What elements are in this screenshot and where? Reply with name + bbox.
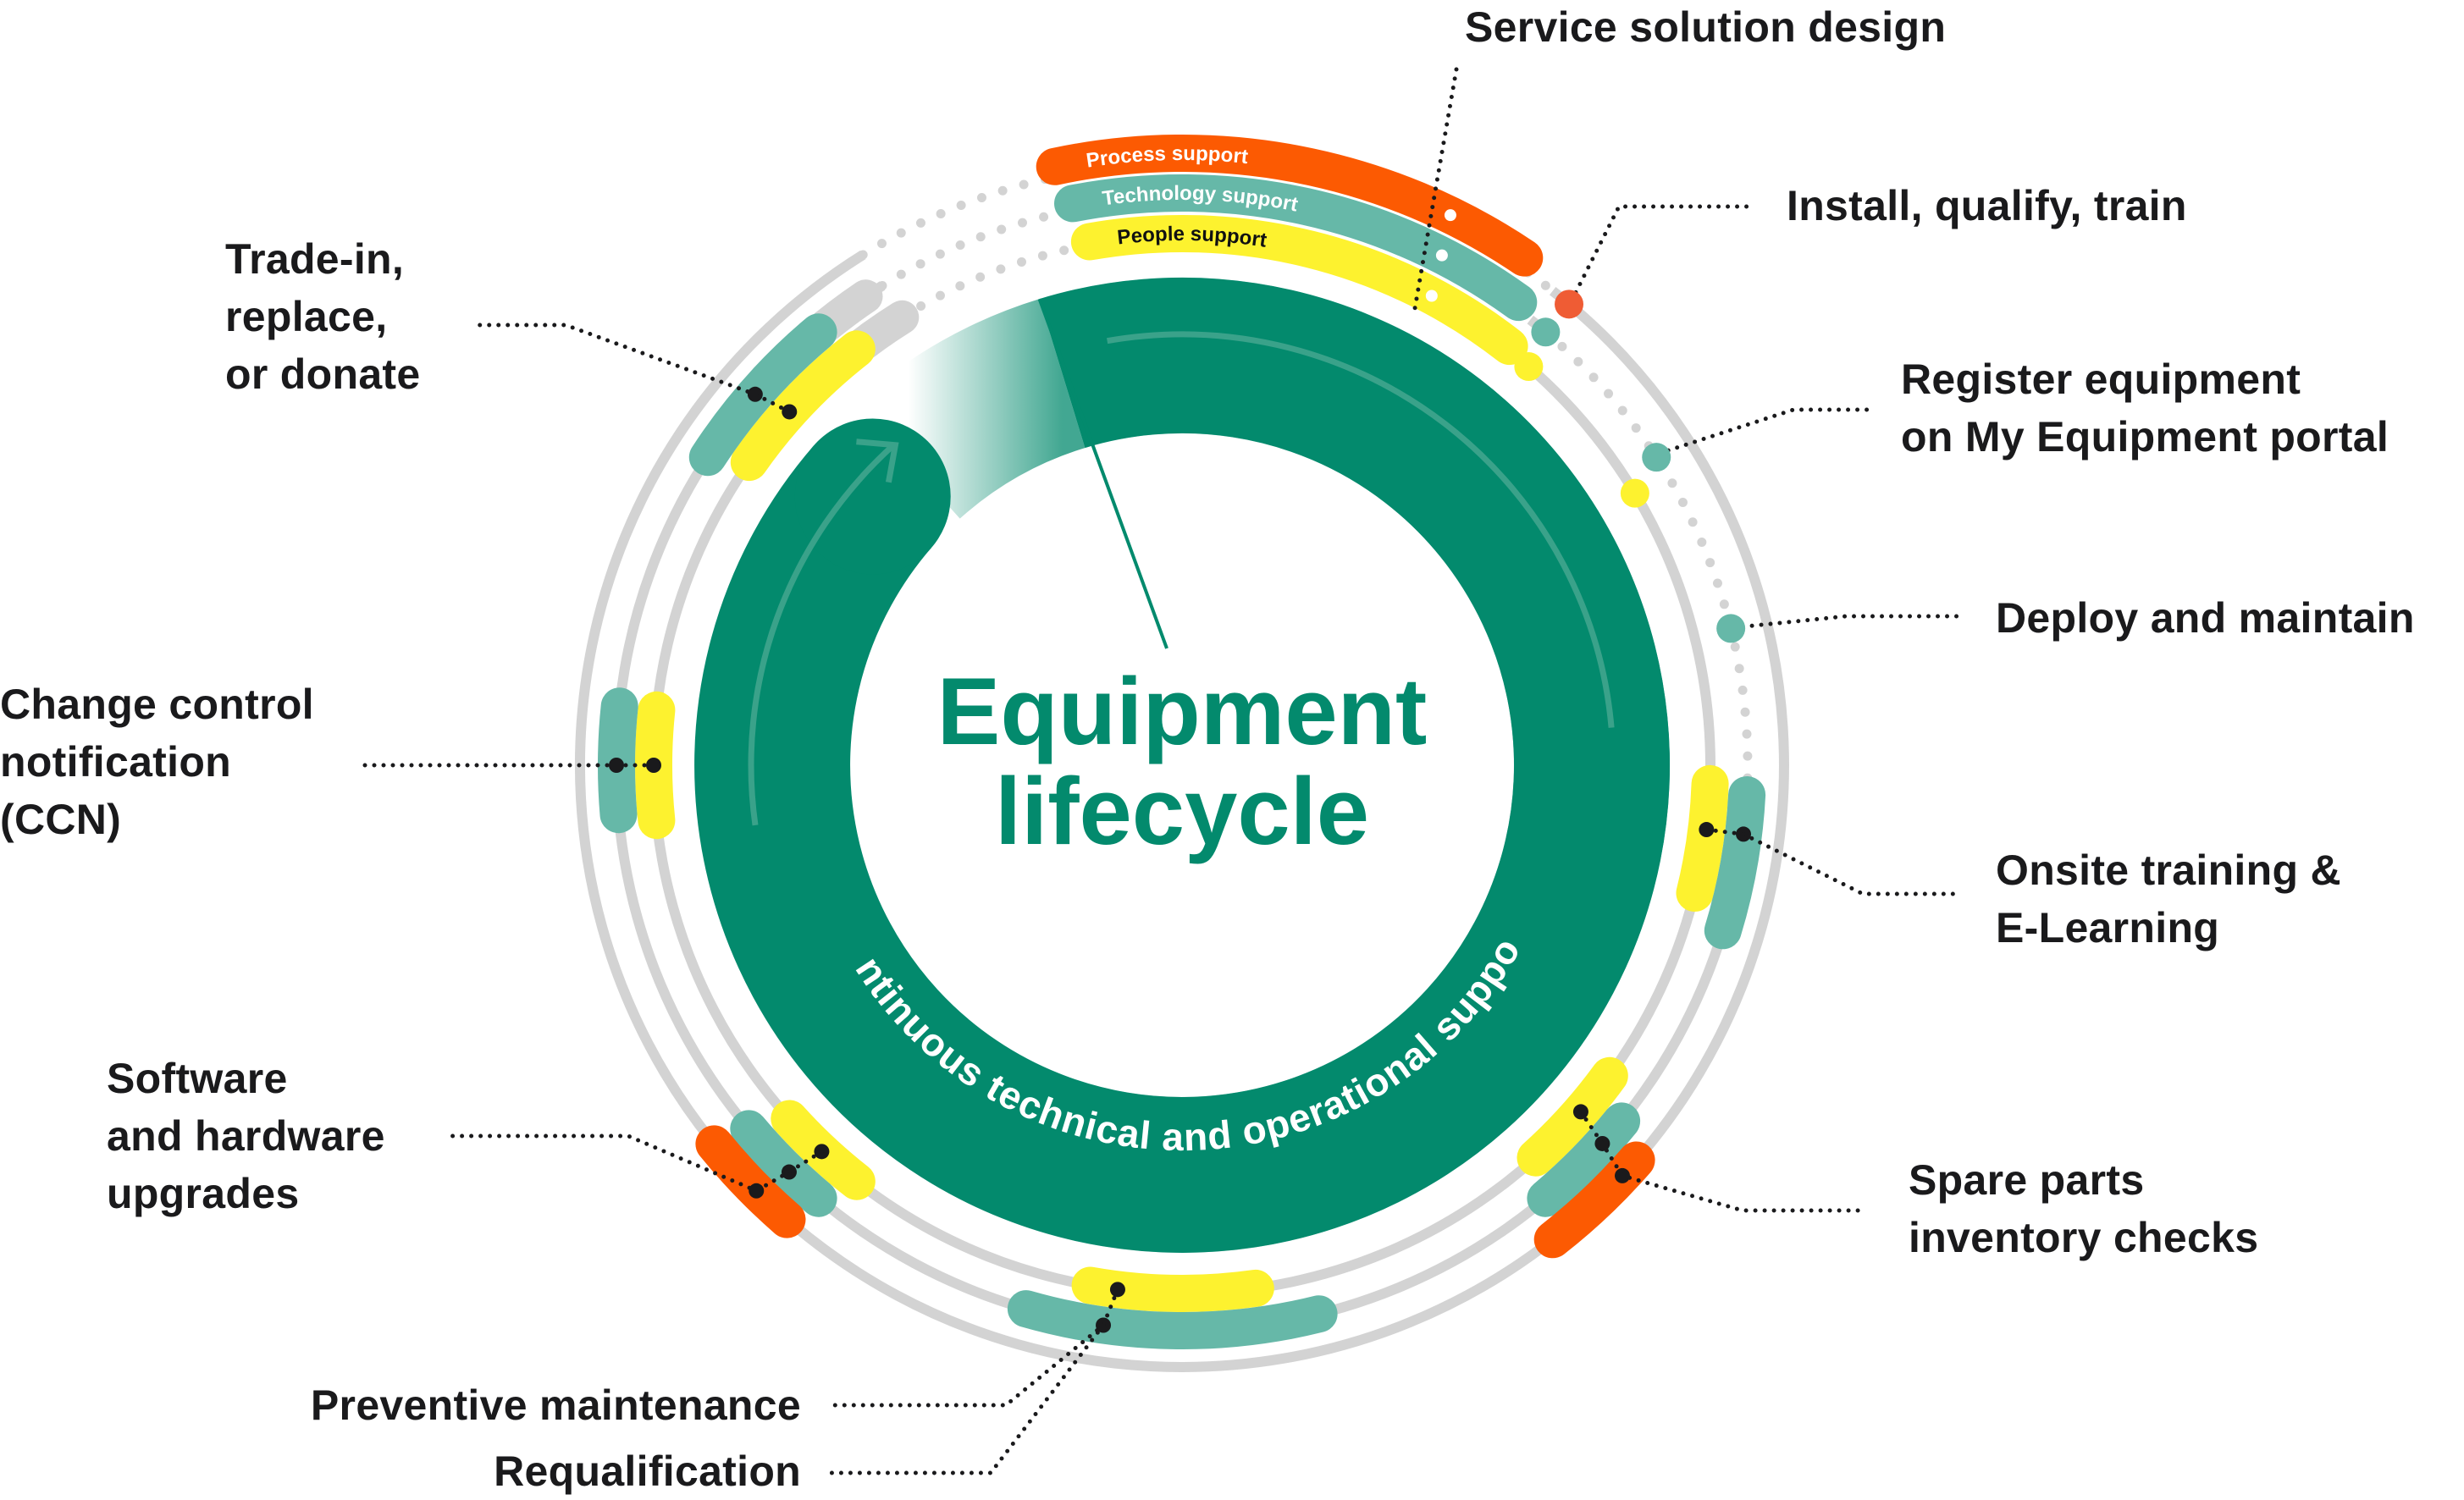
flow-line	[748, 443, 896, 826]
gray-track-dotted	[1540, 327, 1753, 790]
lifecycle-ring	[694, 277, 1671, 1253]
band-people-preventive	[1071, 1266, 1274, 1312]
step-markers	[1514, 290, 1746, 643]
service-design-dot	[1435, 249, 1448, 262]
support-bands	[598, 135, 1766, 1350]
label-software-hardware-upgrades: Software and hardware upgrades	[107, 1055, 385, 1217]
leader-install	[1573, 204, 1754, 295]
band-technology-requalification	[1007, 1290, 1338, 1350]
leader-lines	[362, 67, 1960, 1475]
band-technology-onsite	[1704, 776, 1766, 950]
band-process-upgrades	[695, 1125, 806, 1238]
band-technology-top	[1054, 174, 1538, 322]
band-people-onsite	[1676, 764, 1729, 912]
label-install-qualify-train: Install, qualify, train	[1787, 182, 2187, 229]
leader-spare-parts	[1578, 1109, 1864, 1213]
ring-body	[694, 277, 1671, 1253]
diagram-title: Equipment lifecycle	[936, 659, 1428, 864]
label-service-solution-design: Service solution design	[1465, 3, 1947, 51]
install-people-marker	[1514, 352, 1544, 382]
band-process-top	[1036, 135, 1544, 277]
leader-onsite	[1704, 827, 1960, 896]
flow-arrow-icon	[856, 438, 899, 483]
leader-deploy	[1740, 614, 1960, 629]
deploy-technology-marker	[1716, 614, 1746, 643]
register-people-marker	[1620, 478, 1649, 508]
leader-upgrades	[448, 1133, 824, 1194]
label-requalification: Requalification	[494, 1448, 801, 1495]
band-technology-upgrades	[730, 1110, 837, 1217]
ring-fade-segment	[855, 299, 1086, 520]
leader-requalification	[826, 1323, 1106, 1475]
gray-track-ring	[575, 250, 1789, 1372]
band-process-spare	[1533, 1141, 1655, 1259]
title-pointer-line	[1037, 298, 1168, 649]
service-design-dot	[1444, 209, 1456, 222]
label-onsite-training: Onsite training & E-Learning	[1996, 847, 2341, 951]
band-people-top	[1070, 215, 1528, 366]
leader-register	[1666, 407, 1874, 453]
label-register-equipment: Register equipment on My Equipment porta…	[1901, 356, 2389, 460]
band-people-spare	[1517, 1056, 1628, 1177]
install-process-marker	[1555, 290, 1584, 319]
leader-preventive	[826, 1287, 1120, 1408]
label-preventive-maintenance: Preventive maintenance	[310, 1381, 801, 1429]
band-people-tradein	[730, 330, 876, 482]
service-design-dot	[1425, 290, 1438, 302]
flow-line	[1106, 331, 1615, 728]
label-deploy-and-maintain: Deploy and maintain	[1996, 594, 2415, 642]
register-technology-marker	[1642, 443, 1671, 472]
gray-track-dotted	[858, 158, 1558, 296]
leader-service-solution-design	[1412, 67, 1459, 316]
label-spare-parts: Spare parts inventory checks	[1909, 1156, 2259, 1261]
install-technology-marker	[1531, 317, 1561, 347]
label-change-control-notification: Change control notification (CCN)	[0, 681, 314, 843]
label-trade-in: Trade-in, replace, or donate	[225, 235, 421, 398]
leader-trade-in	[472, 323, 792, 414]
band-technology-spare	[1527, 1102, 1641, 1217]
